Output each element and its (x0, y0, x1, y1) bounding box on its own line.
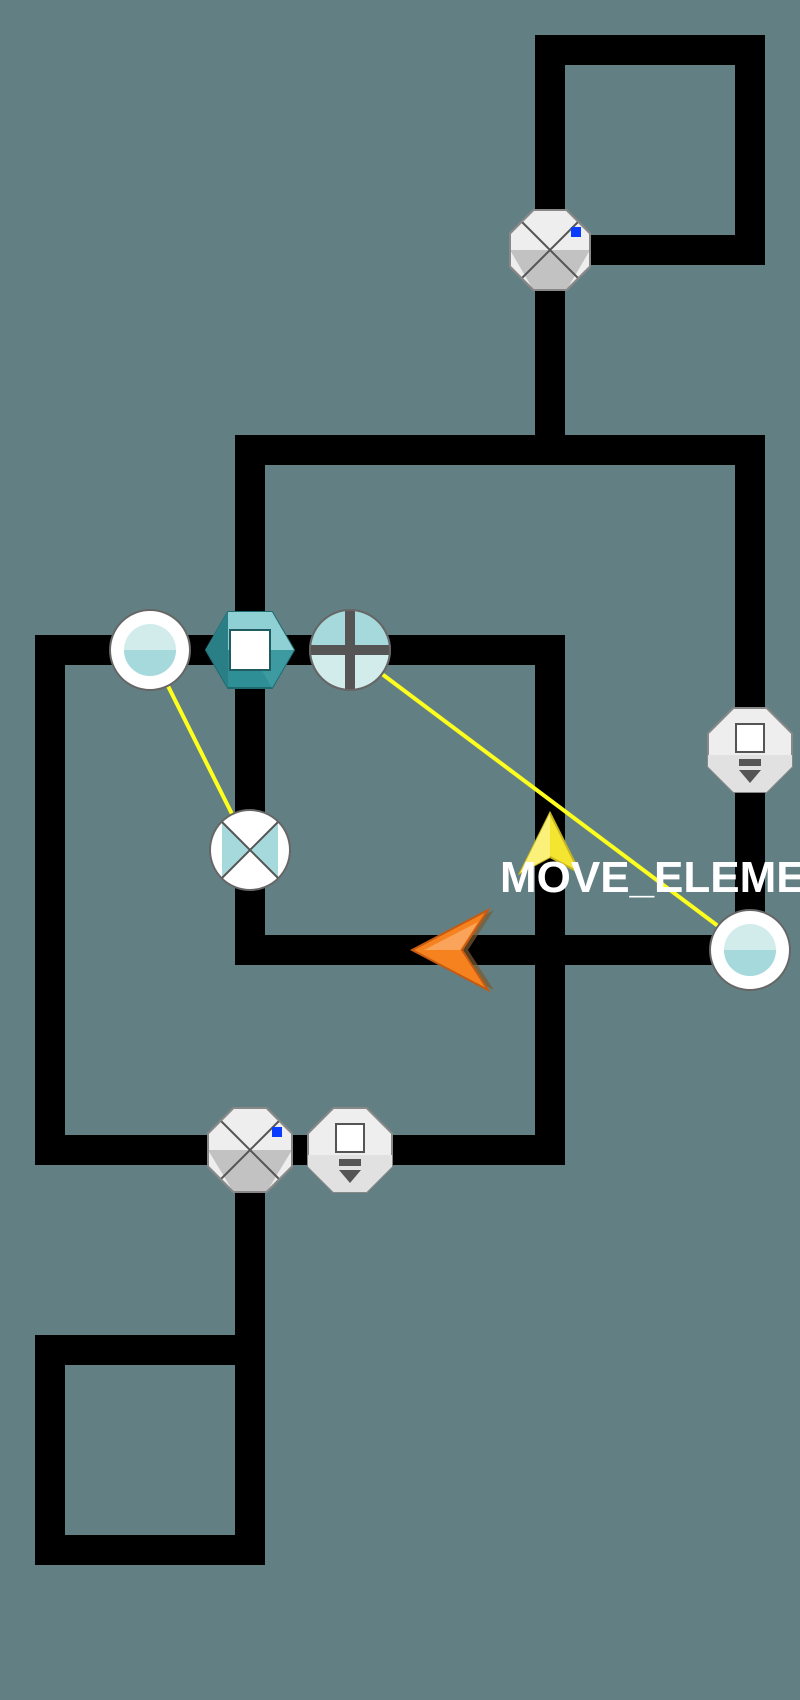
node-octagon-eject[interactable] (707, 707, 793, 793)
selection-dot-icon (272, 1127, 282, 1137)
node-octagon-eject[interactable] (307, 1107, 393, 1193)
yellow-arrow-icon[interactable] (517, 810, 583, 876)
node-octagon-diamond[interactable] (509, 209, 591, 291)
orange-arrow-icon[interactable] (409, 907, 494, 993)
move-element-label: MOVE_ELEMENT (500, 853, 800, 902)
node-circle-bowl[interactable] (109, 609, 191, 691)
node-circle-bowl[interactable] (709, 909, 791, 991)
node-octagon-diamond[interactable] (207, 1107, 293, 1193)
node-hexagon-square[interactable] (204, 611, 296, 689)
track-bottom-loop (35, 1335, 265, 1565)
selection-dot-icon (571, 227, 581, 237)
node-circle-cross[interactable] (309, 609, 391, 691)
link-line (348, 648, 752, 952)
node-circle-x[interactable] (209, 809, 291, 891)
track-top-loop (535, 35, 765, 265)
track-upper-rect (235, 435, 765, 965)
